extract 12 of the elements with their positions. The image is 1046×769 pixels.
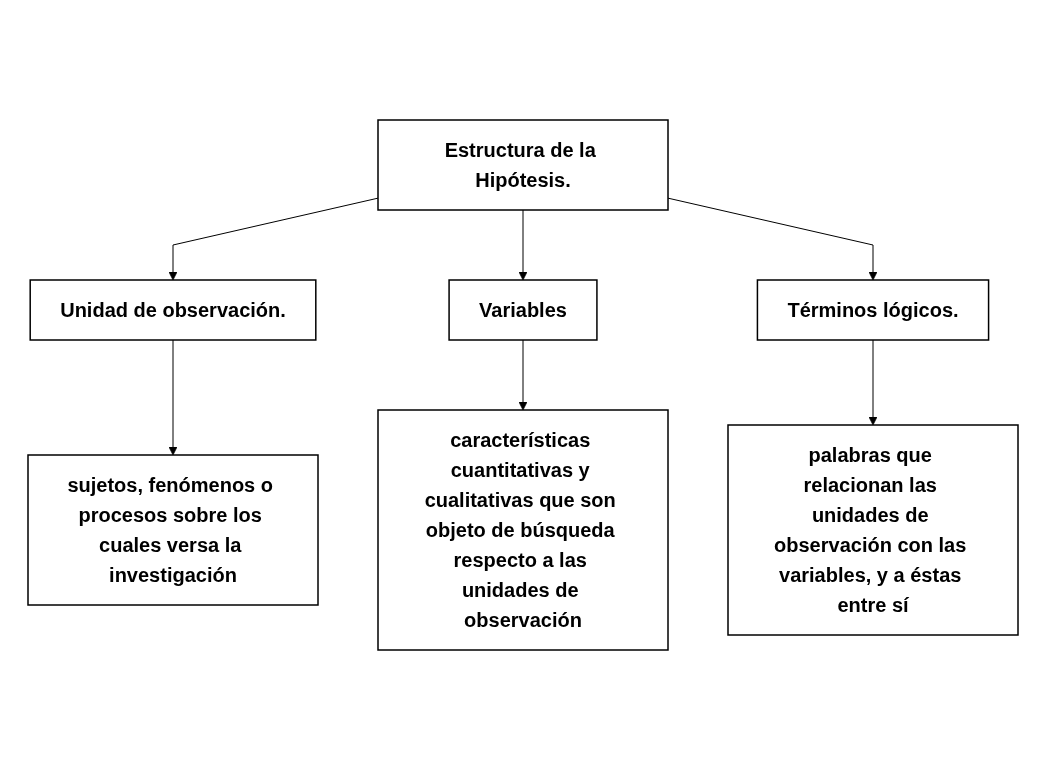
node-box: características cuantitativas y cualitativas que son objeto de búsqueda respecto a las unidades de observación [377,408,669,651]
arrow [518,339,528,410]
arrow [518,209,528,280]
node-box: Estructura de la Hipótesis. [377,118,669,211]
arrow [168,339,178,455]
node-box: Términos lógicos. [756,278,990,341]
arrow [168,197,379,280]
node-box: Variables [448,278,598,341]
arrow [868,339,878,425]
node-box: Unidad de observación. [29,278,317,341]
node-box: sujetos, fenómenos o procesos sobre los cuales versa la investigación [27,453,319,606]
node-box: palabras que relacionan las unidades de observación con las variables, y a éstas entre sí [727,423,1019,636]
